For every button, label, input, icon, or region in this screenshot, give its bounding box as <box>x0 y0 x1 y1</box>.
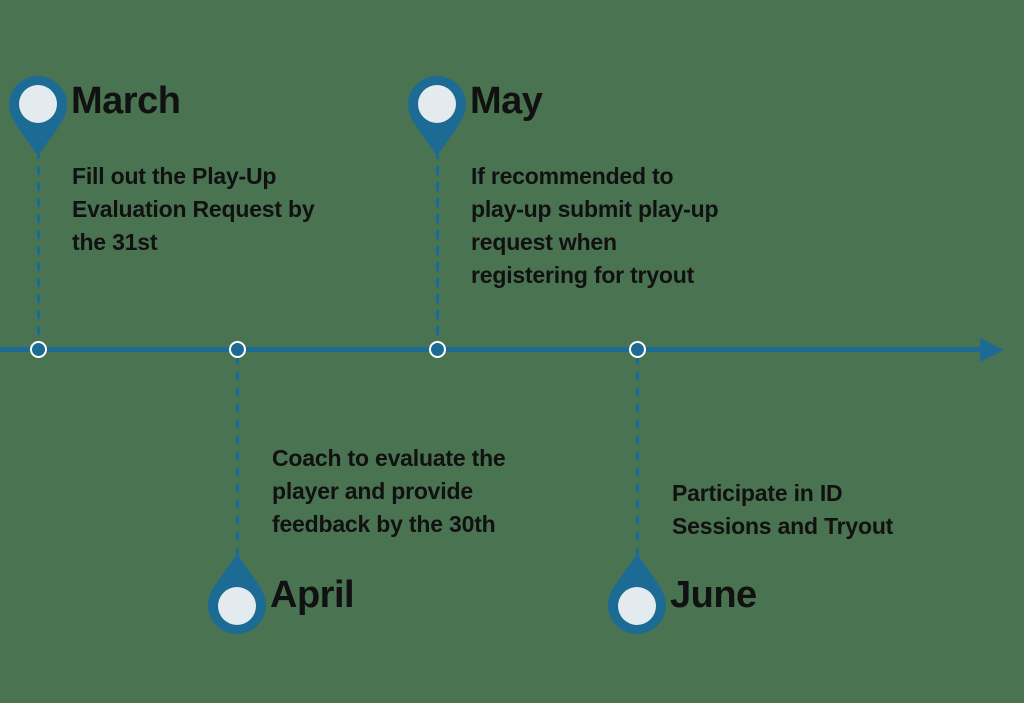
map-pin-icon[interactable] <box>406 74 468 158</box>
description-march: Fill out the Play-Up Evaluation Request … <box>72 160 315 259</box>
description-april: Coach to evaluate the player and provide… <box>272 442 506 541</box>
description-line: Fill out the Play-Up <box>72 163 277 189</box>
timeline-node-april[interactable] <box>228 341 246 358</box>
month-label-april: April <box>270 574 355 616</box>
map-pin-icon[interactable] <box>206 552 268 636</box>
month-label-march: March <box>71 80 181 122</box>
description-line: Coach to evaluate the <box>272 445 506 471</box>
map-pin-icon[interactable] <box>7 74 69 158</box>
description-line: player and provide <box>272 478 473 504</box>
description-june: Participate in ID Sessions and Tryout <box>672 477 893 543</box>
description-line: the 31st <box>72 229 158 255</box>
connector-line-march <box>36 150 40 344</box>
timeline-axis-line <box>0 347 988 352</box>
description-may: If recommended to play-up submit play-up… <box>471 160 719 292</box>
description-line: If recommended to <box>471 163 674 189</box>
description-line: feedback by the 30th <box>272 511 496 537</box>
timeline-node-march[interactable] <box>29 341 47 358</box>
month-label-june: June <box>670 574 757 616</box>
month-label-may: May <box>470 80 543 122</box>
description-line: request when <box>471 229 617 255</box>
timeline-node-may[interactable] <box>428 341 446 358</box>
description-line: Participate in ID <box>672 480 843 506</box>
connector-line-june <box>635 356 639 556</box>
description-line: registering for tryout <box>471 262 695 288</box>
timeline-node-june[interactable] <box>628 341 646 358</box>
timeline-arrow-icon <box>980 338 1004 362</box>
connector-line-april <box>235 356 239 556</box>
map-pin-icon[interactable] <box>606 552 668 636</box>
description-line: Evaluation Request by <box>72 196 315 222</box>
connector-line-may <box>435 150 439 344</box>
description-line: Sessions and Tryout <box>672 513 894 539</box>
description-line: play-up submit play-up <box>471 196 719 222</box>
